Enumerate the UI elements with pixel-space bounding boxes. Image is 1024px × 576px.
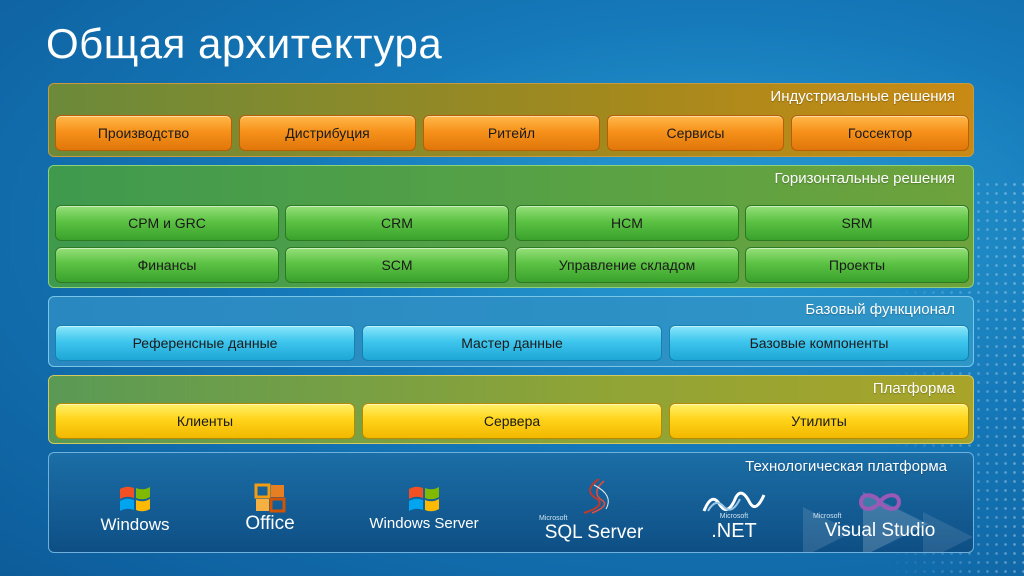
sql-server-label: SQL Server (544, 522, 644, 543)
horizontal-solutions-panel: Горизонтальные решения CPM и GRC CRM HCM… (48, 165, 974, 288)
sql-server-logo: Microsoft SQL Server (539, 475, 649, 544)
windows-server-flag-icon (409, 486, 439, 512)
sql-server-icon (583, 478, 609, 514)
decorative-arrows (803, 492, 973, 552)
horizontal-button-crm[interactable]: CRM (285, 205, 509, 241)
office-icon (254, 483, 286, 513)
base-button-base-components[interactable]: Базовые компоненты (669, 325, 969, 361)
industrial-solutions-panel: Индустриальные решения Производство Дист… (48, 83, 974, 157)
visual-studio-logo: Microsoft Visual Studio (813, 491, 947, 542)
platform-panel: Платформа Клиенты Сервера Утилиты (48, 375, 974, 444)
base-button-master-data[interactable]: Мастер данные (362, 325, 662, 361)
industry-button-public-sector[interactable]: Госсектор (791, 115, 969, 151)
horizontal-button-projects[interactable]: Проекты (745, 247, 969, 283)
dotnet-wave-icon (702, 491, 766, 512)
dotnet-logo: Microsoft .NET (699, 491, 769, 543)
office-label: Office (245, 513, 295, 534)
windows-server-logo: Windows Server (359, 483, 489, 532)
base-button-reference-data[interactable]: Референсные данные (55, 325, 355, 361)
industry-button-services[interactable]: Сервисы (607, 115, 784, 151)
platform-button-utilities[interactable]: Утилиты (669, 403, 969, 439)
base-functionality-panel: Базовый функционал Референсные данные Ма… (48, 296, 974, 367)
visual-studio-infinity-icon (858, 493, 902, 511)
office-logo: Office (235, 483, 305, 535)
industry-button-retail[interactable]: Ритейл (423, 115, 600, 151)
platform-title: Платформа (872, 380, 955, 397)
page-title: Общая архитектура (46, 20, 443, 67)
platform-button-servers[interactable]: Сервера (362, 403, 662, 439)
horizontal-button-scm[interactable]: SCM (285, 247, 509, 283)
horizontal-button-hcm[interactable]: HCM (515, 205, 739, 241)
windows-logo: Windows (95, 483, 175, 535)
horizontal-button-warehouse[interactable]: Управление складом (515, 247, 739, 283)
horizontal-button-cpm-grc[interactable]: CPM и GRC (55, 205, 279, 241)
industrial-solutions-title: Индустриальные решения (770, 88, 955, 105)
visual-studio-microsoft-label: Microsoft (813, 513, 842, 520)
tech-platform-title: Технологическая платформа (745, 458, 947, 475)
windows-server-label: Windows Server (369, 515, 479, 532)
tech-platform-panel: Технологическая платформа Windows Office… (48, 452, 974, 553)
horizontal-button-srm[interactable]: SRM (745, 205, 969, 241)
base-functionality-title: Базовый функционал (805, 301, 955, 318)
windows-flag-icon (120, 486, 150, 512)
dotnet-label: .NET (711, 520, 757, 542)
visual-studio-label: Visual Studio (824, 520, 936, 541)
industry-button-production[interactable]: Производство (55, 115, 232, 151)
horizontal-solutions-title: Горизонтальные решения (774, 170, 955, 187)
industry-button-distribution[interactable]: Дистрибуция (239, 115, 416, 151)
platform-button-clients[interactable]: Клиенты (55, 403, 355, 439)
windows-label: Windows (100, 515, 170, 534)
horizontal-button-finance[interactable]: Финансы (55, 247, 279, 283)
sql-server-microsoft-label: Microsoft (539, 515, 568, 522)
dotnet-microsoft-label: Microsoft (719, 513, 749, 520)
